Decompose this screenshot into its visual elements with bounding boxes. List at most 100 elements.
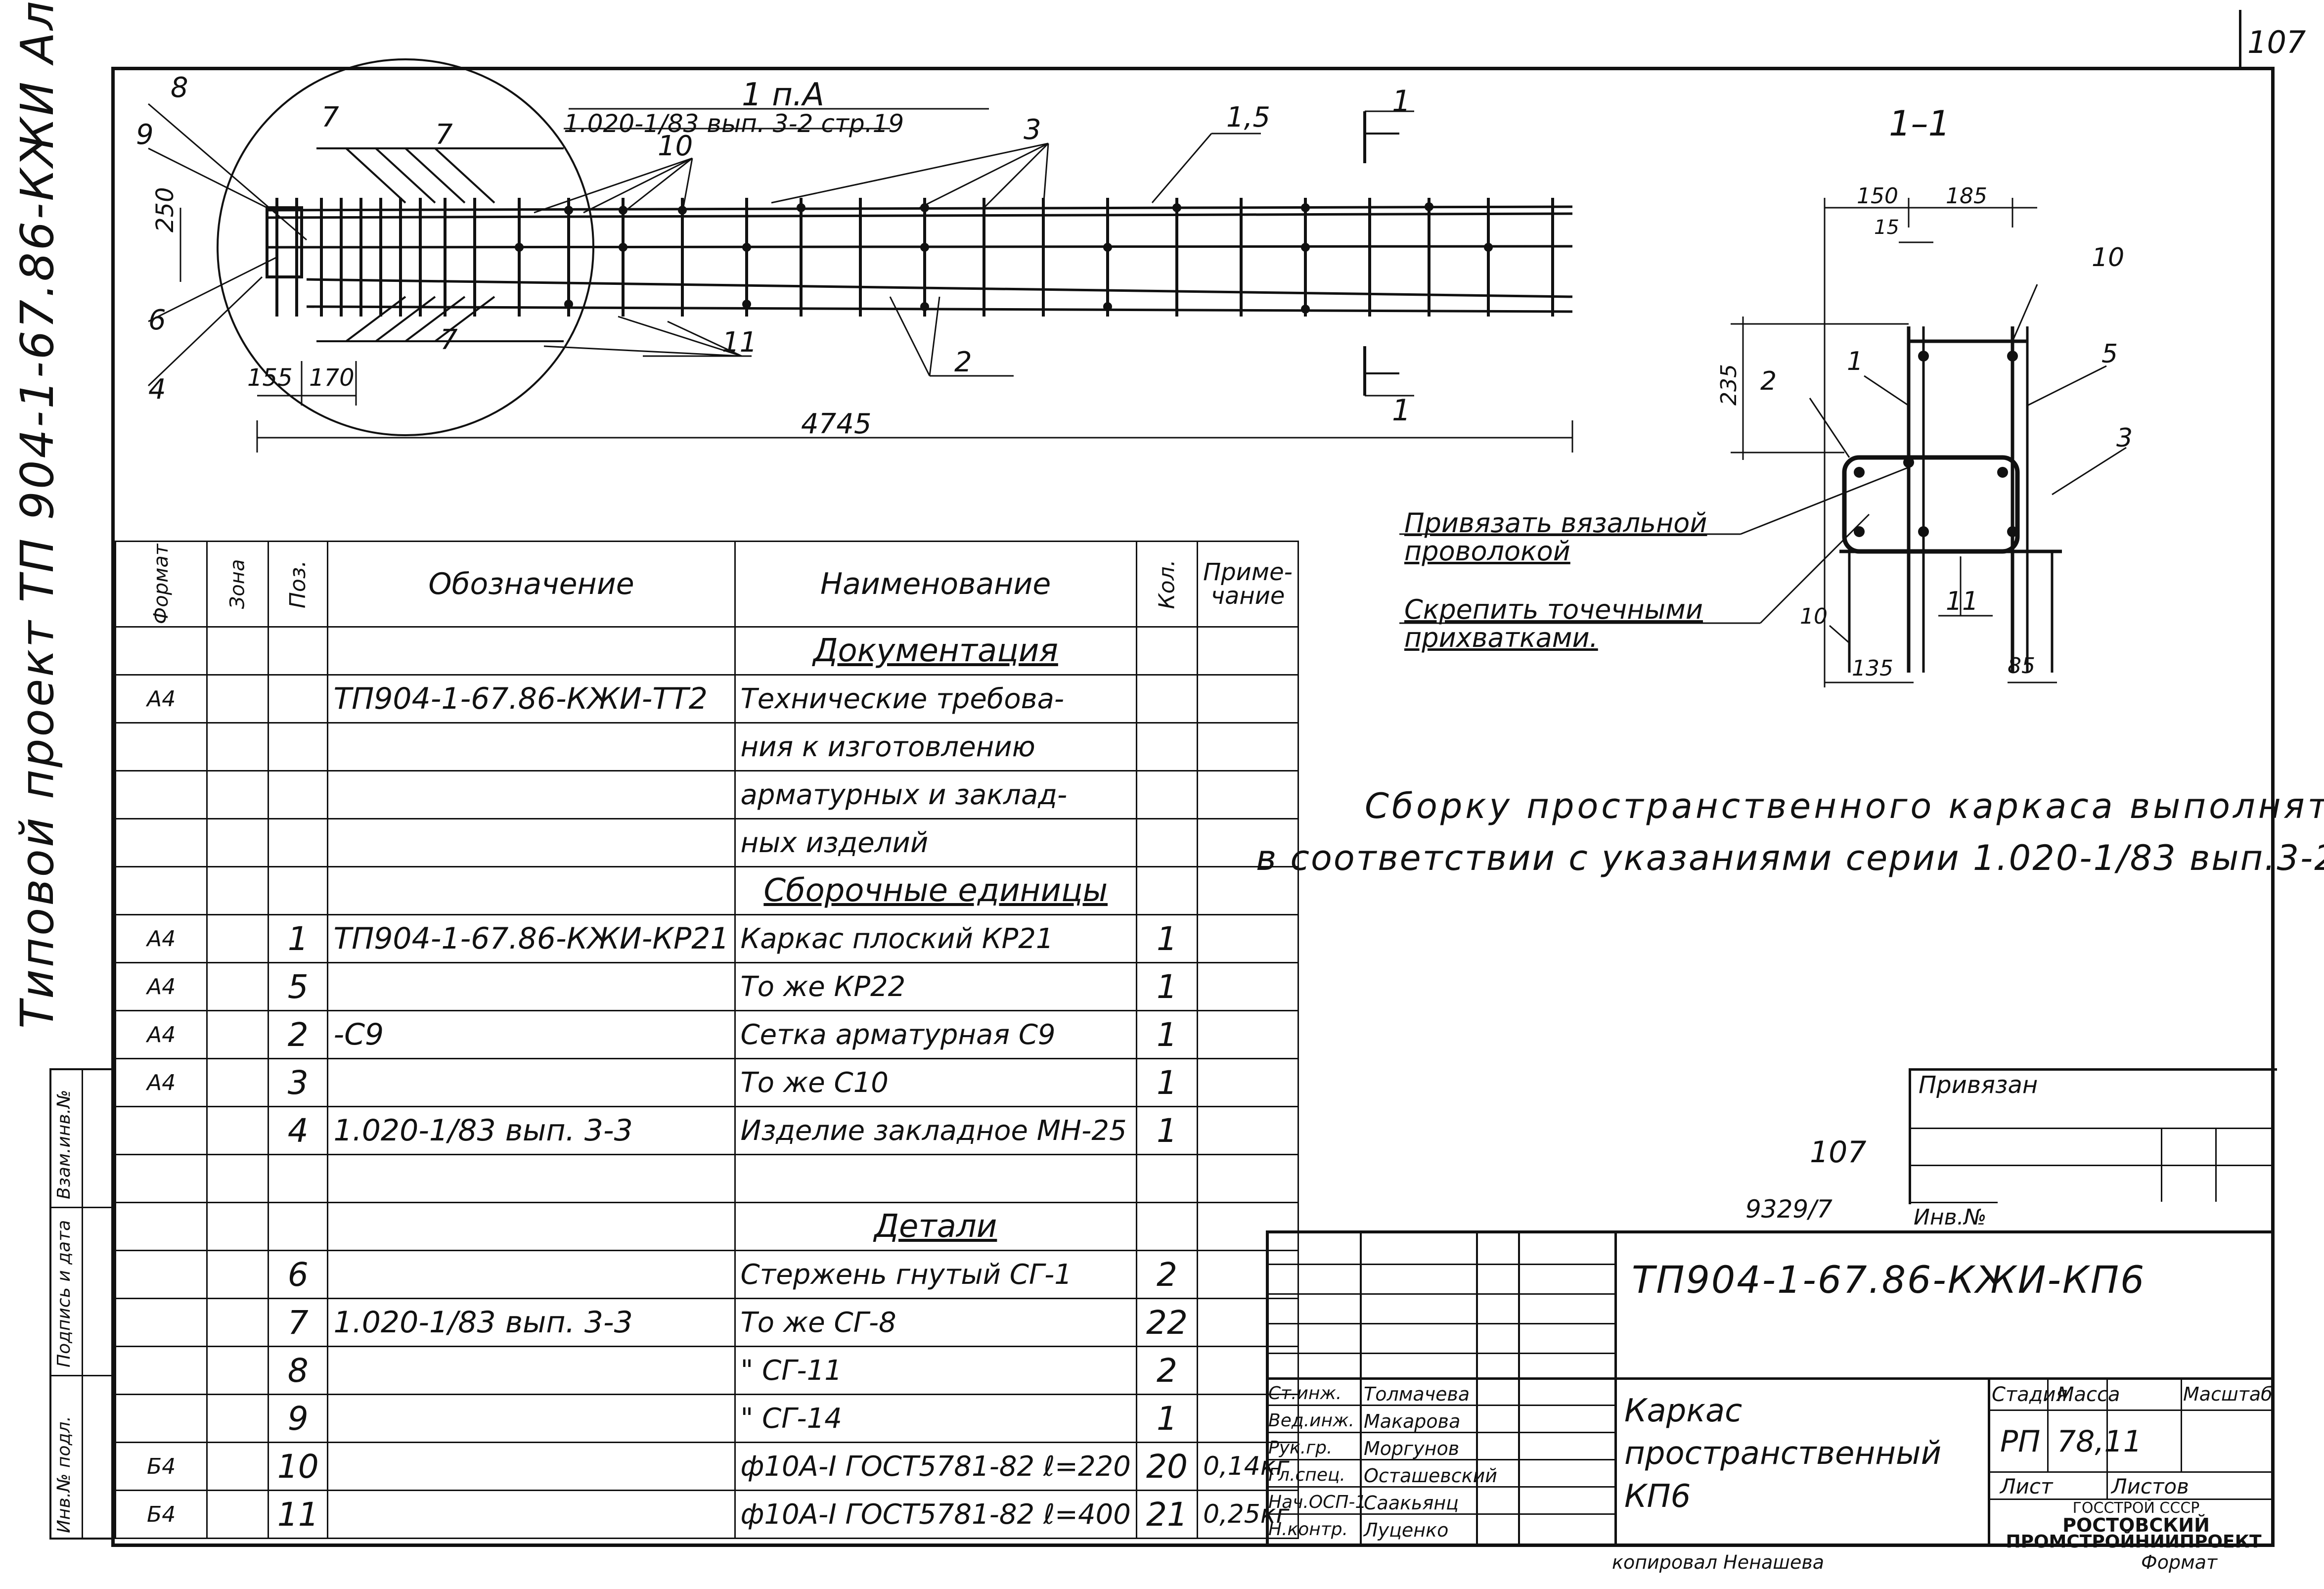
plan-label-7b: 7 — [435, 119, 453, 151]
spec-cell-p — [268, 818, 329, 867]
spec-cell-q: 2 — [1135, 1346, 1199, 1395]
signer-role: Рук.гр. — [1268, 1438, 1333, 1458]
spec-cell-d — [327, 1202, 736, 1251]
section-dim-15: 15 — [1874, 216, 1899, 239]
section-label-11: 11 — [1946, 587, 1979, 616]
section-label-2: 2 — [1760, 366, 1777, 396]
spec-cell-z — [206, 722, 269, 772]
spec-cell-d — [327, 770, 736, 819]
spec-cell-r — [1197, 1058, 1299, 1107]
stage-value: РП — [2000, 1424, 2041, 1459]
inv-label: Инв.№ — [1914, 1205, 1987, 1230]
tb-row — [1988, 1471, 2275, 1473]
spec-cell-d — [327, 1346, 736, 1395]
plan-label-1-5: 1,5 — [1226, 101, 1271, 134]
sheet-number-divider — [2239, 10, 2241, 68]
spec-cell-r — [1197, 1298, 1299, 1347]
spec-cell-p: 1 — [268, 914, 329, 963]
tb-row — [1266, 1264, 1617, 1265]
section-dim-185: 185 — [1946, 183, 1987, 209]
privyazan-rule — [2161, 1128, 2162, 1202]
spec-cell-p — [268, 1202, 329, 1251]
tb-row — [1266, 1293, 1617, 1295]
spec-cell-p: 5 — [268, 962, 329, 1011]
spec-cell-z — [206, 1298, 269, 1347]
list-label: Лист — [2000, 1474, 2053, 1498]
spec-cell-n — [734, 1154, 1137, 1203]
spec-cell-z — [206, 1250, 269, 1299]
spec-cell-q: 1 — [1135, 1394, 1199, 1443]
signer-name: Макарова — [1364, 1410, 1461, 1432]
doc-code: ТП904-1-67.86-КЖИ-КП6 — [1632, 1258, 2146, 1302]
col-name: Наименование — [734, 541, 1137, 628]
org-line2: РОСТОВСКИЙ — [2062, 1514, 2210, 1536]
spec-cell-d — [327, 1058, 736, 1107]
plan-label-10: 10 — [658, 130, 693, 162]
spec-cell-f — [114, 626, 208, 676]
spec-cell-r — [1197, 722, 1299, 772]
spec-cell-f — [114, 1202, 208, 1251]
signer-role: Н.контр. — [1268, 1519, 1348, 1540]
spec-cell-q — [1135, 770, 1199, 819]
spec-cell-n: Изделие закладное МН-25 — [734, 1106, 1137, 1155]
tb-col — [2106, 1377, 2108, 1498]
spec-cell-r — [1197, 1010, 1299, 1059]
tb-col — [1360, 1230, 1362, 1547]
spec-cell-q — [1135, 1202, 1199, 1251]
signer-role: Гл.спец. — [1268, 1465, 1345, 1485]
section-dim-85: 85 — [2008, 653, 2035, 679]
spec-cell-f: А4 — [114, 914, 208, 963]
dim-155: 155 — [247, 364, 293, 392]
spec-cell-r — [1197, 770, 1299, 819]
spec-cell-n: То же СГ-8 — [734, 1298, 1137, 1347]
spec-cell-z — [206, 1154, 269, 1203]
spec-cell-r — [1197, 1394, 1299, 1443]
signer-name: Луценко — [1364, 1519, 1449, 1541]
spec-cell-p: 6 — [268, 1250, 329, 1299]
spec-cell-z — [206, 1202, 269, 1251]
spec-cell-p — [268, 674, 329, 724]
spec-cell-f — [114, 1154, 208, 1203]
spec-cell-d — [327, 962, 736, 1011]
note-tie-wire: Привязать вязальной проволокой — [1404, 507, 1707, 567]
scale-label: Масштаб — [2183, 1383, 2273, 1405]
col-zone: Зона — [206, 541, 269, 628]
spec-cell-z — [206, 1010, 269, 1059]
spec-cell-z — [206, 962, 269, 1011]
dim-170: 170 — [309, 364, 355, 392]
section-mark-bottom: 1 — [1392, 393, 1411, 428]
spec-cell-d — [327, 866, 736, 915]
spec-cell-n: Сборочные единицы — [734, 866, 1137, 915]
spec-cell-f — [114, 1394, 208, 1443]
spec-cell-n: Технические требова- — [734, 674, 1137, 724]
spec-cell-p: 9 — [268, 1394, 329, 1443]
privyazan-rule — [1909, 1128, 2275, 1129]
signer-name: Саакьянц — [1364, 1492, 1459, 1514]
spec-cell-d — [327, 1154, 736, 1203]
spec-cell-d — [327, 818, 736, 867]
left-stamp-rule — [49, 1207, 114, 1208]
signer-role: Нач.ОСП-1 — [1268, 1492, 1367, 1512]
spec-cell-q: 1 — [1135, 1010, 1199, 1059]
dim-4745: 4745 — [801, 408, 872, 440]
spec-cell-z — [206, 1346, 269, 1395]
spec-cell-r — [1197, 626, 1299, 676]
spec-cell-f — [114, 866, 208, 915]
spec-cell-p: 3 — [268, 1058, 329, 1107]
spec-cell-n: Каркас плоский КР21 — [734, 914, 1137, 963]
spec-cell-d — [327, 1394, 736, 1443]
section-dim-10: 10 — [1800, 604, 1828, 629]
spec-cell-f — [114, 1106, 208, 1155]
spec-cell-r — [1197, 1202, 1299, 1251]
spec-cell-r — [1197, 674, 1299, 724]
tb-row — [1266, 1486, 1617, 1488]
spec-cell-q — [1135, 674, 1199, 724]
tb-row — [1988, 1498, 2275, 1500]
